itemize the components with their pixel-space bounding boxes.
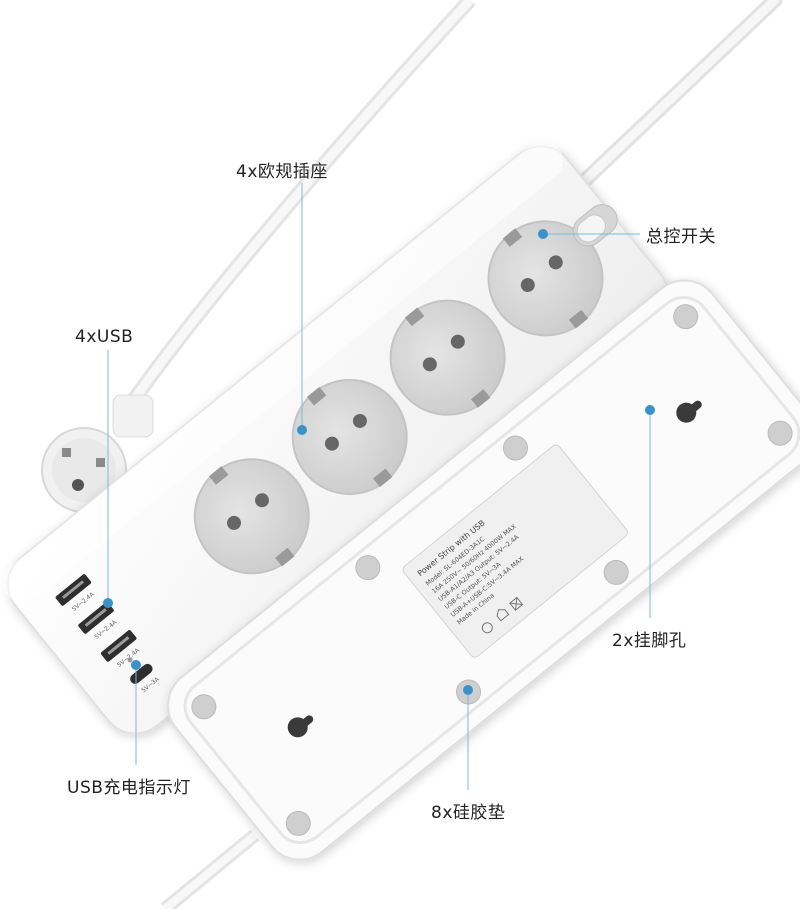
socket-3: [389, 299, 506, 416]
power-cable: [113, 0, 783, 909]
socket-2: [291, 378, 408, 495]
keyhole-icon: [287, 715, 314, 738]
usb-charging-led-icon: [127, 657, 133, 663]
power-strip-back: Power Strip with USB Model: SL-604ED-3A1…: [167, 279, 800, 861]
callout-pads: 8x硅胶垫: [431, 803, 506, 823]
silicone-pad-6: [603, 559, 629, 585]
socket-callout-dot: [297, 425, 307, 435]
mount-hole-callout-dot: [645, 405, 655, 415]
master-switch[interactable]: [567, 199, 623, 253]
silicone-pad-3: [355, 555, 381, 581]
silicone-pad-7: [673, 304, 699, 330]
callout-mount-holes: 2x挂脚孔: [612, 631, 687, 651]
plug-pin-icon: [72, 479, 84, 491]
switch-callout-dot: [538, 229, 548, 239]
usb-callout-dot: [103, 598, 113, 608]
silicone-pad-2: [285, 810, 311, 836]
schuko-plug: [41, 394, 154, 513]
callout-switch: 总控开关: [646, 227, 716, 247]
power-strip-front: 5V⎓2.4A 5V⎓2.4A 5V⎓2.4A 5V⎓3A: [2, 140, 670, 735]
callout-usb-led: USB充电指示灯: [67, 778, 191, 798]
silicone-pad-5: [502, 435, 528, 461]
socket-1: [193, 458, 310, 575]
pad-callout-dot: [463, 685, 473, 695]
callout-usb: 4xUSB: [75, 327, 134, 347]
keyhole-icon: [676, 400, 702, 423]
led-callout-dot: [131, 660, 141, 670]
certification-marks-icon: [481, 596, 524, 634]
silicone-pad-1: [191, 694, 217, 720]
callout-sockets: 4x欧规插座: [236, 162, 328, 182]
callout-leaders: [103, 183, 655, 790]
silicone-pad-8: [767, 420, 793, 446]
